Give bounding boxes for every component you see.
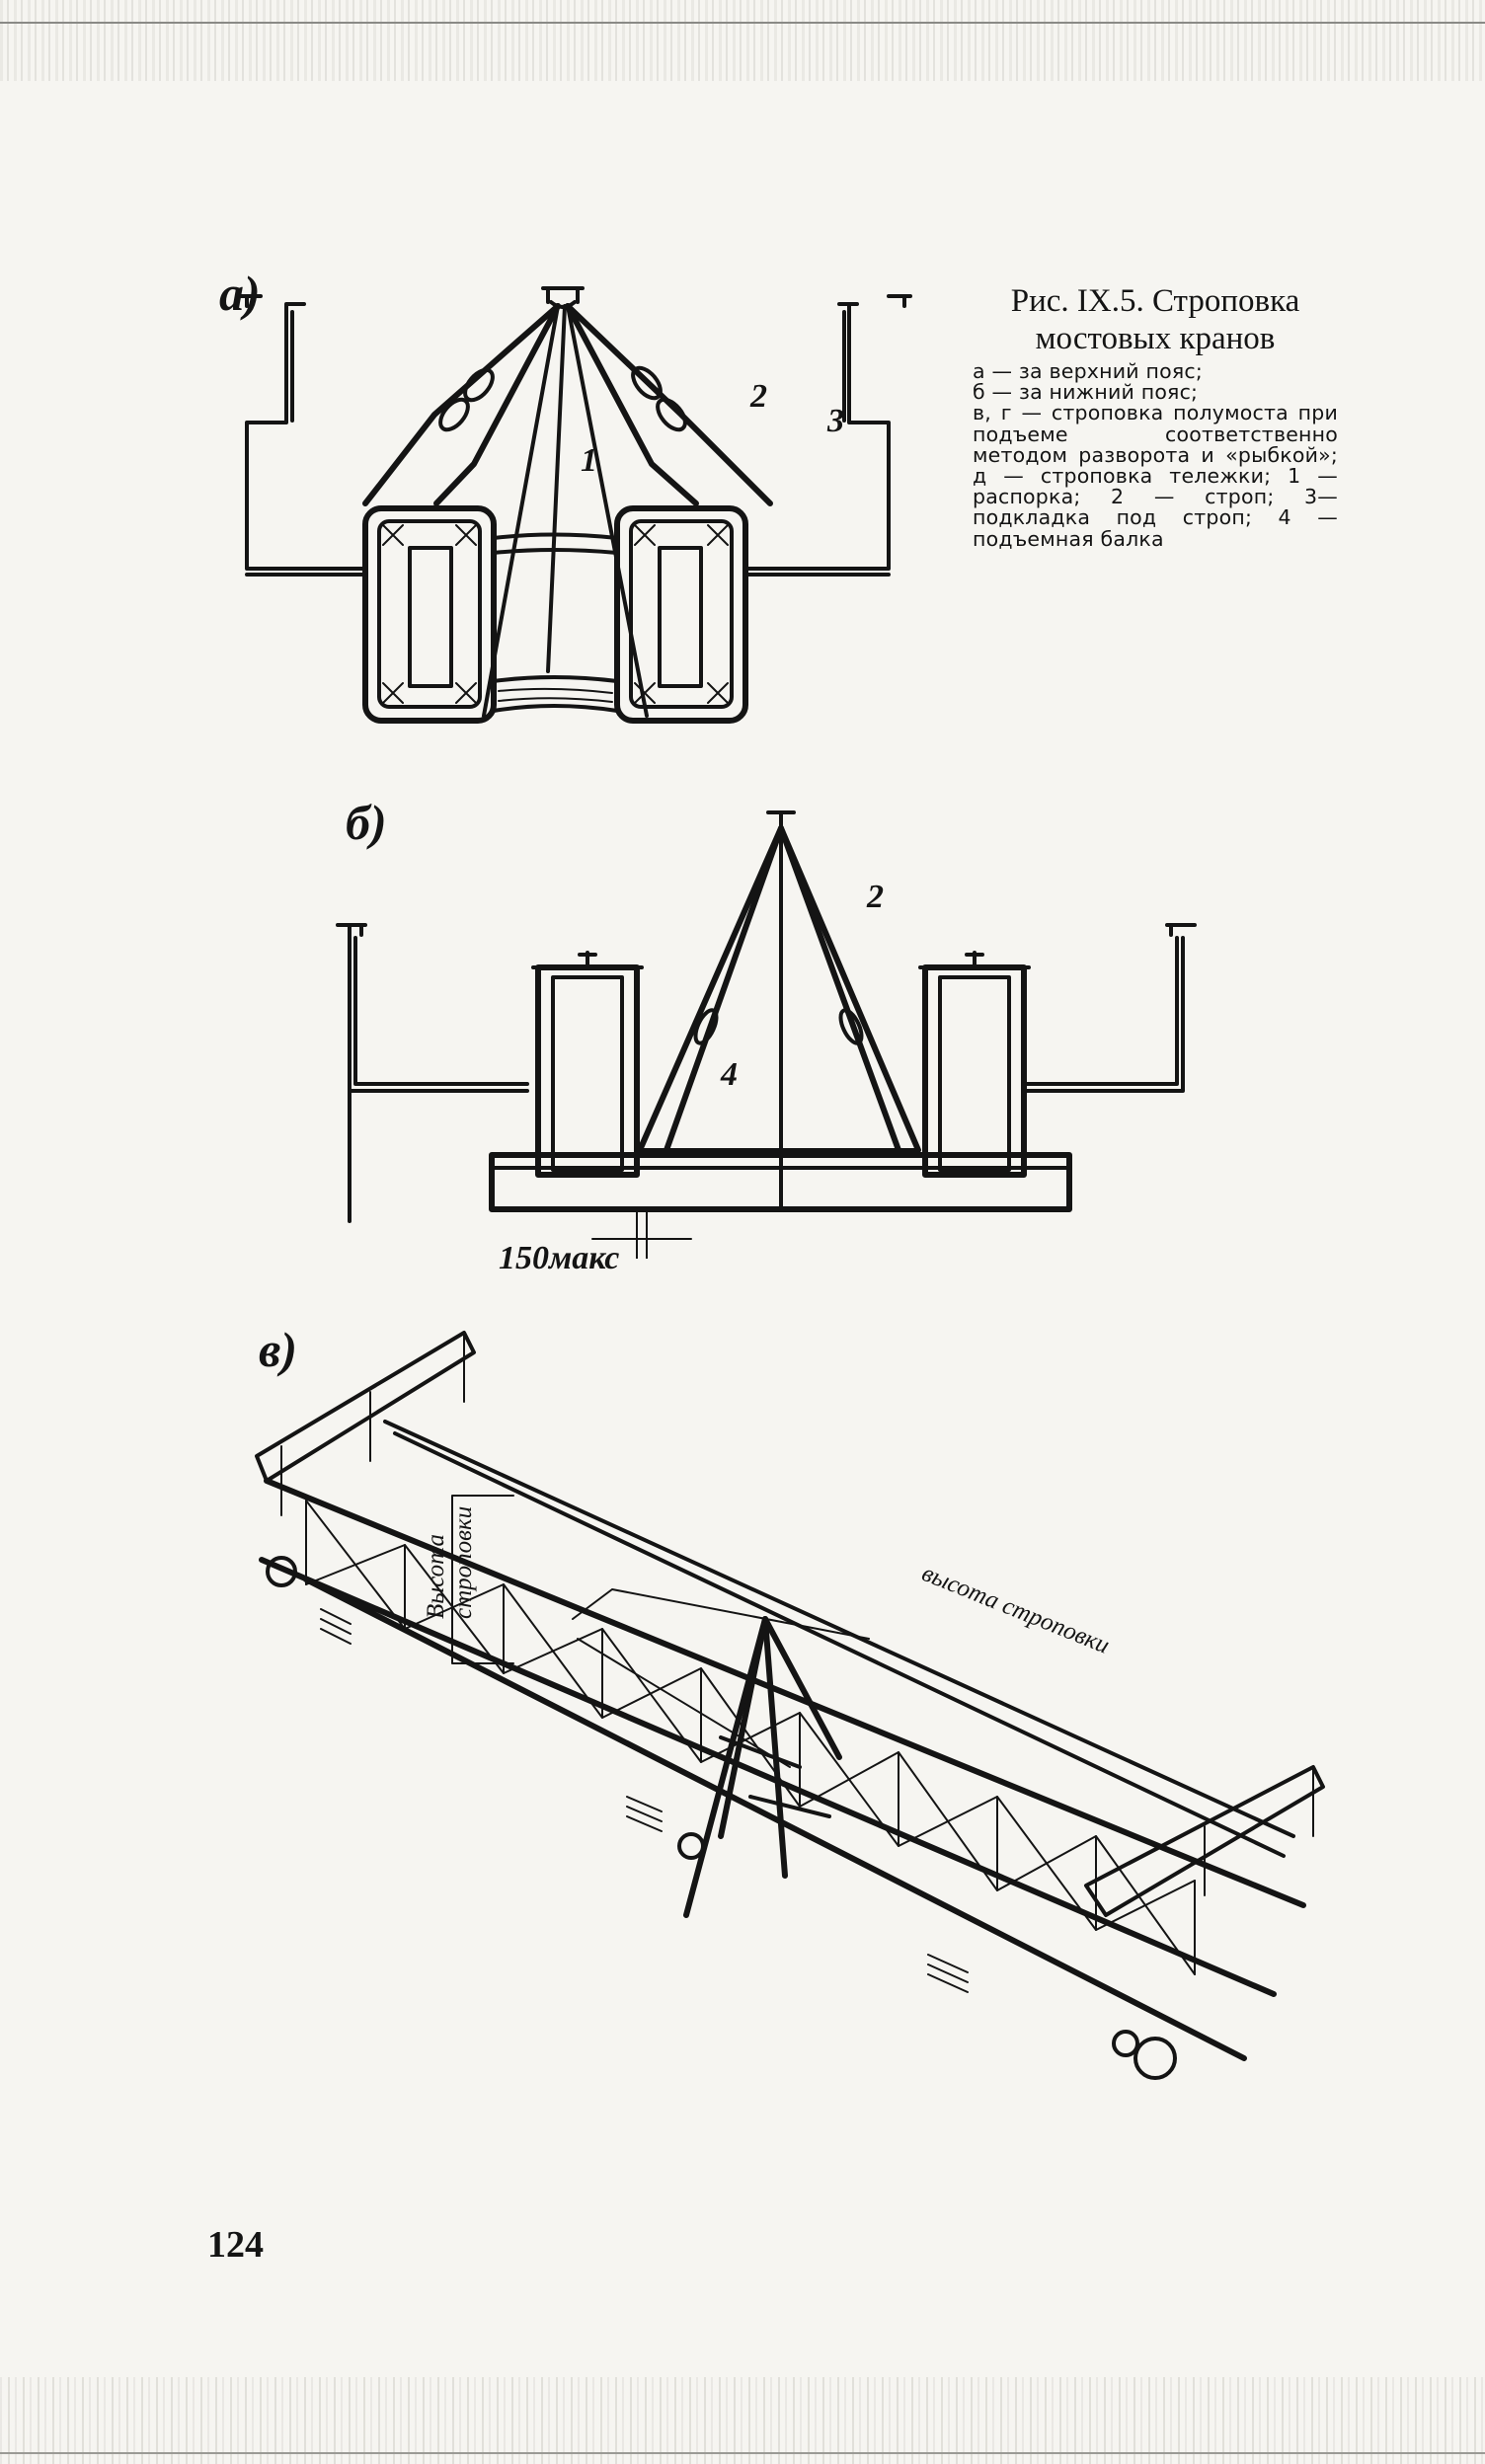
panel-b-drawing (326, 805, 1234, 1259)
legend-line-a: а — за верхний пояс; (973, 359, 1203, 383)
panel-v-dim-vertical-2: строповки (450, 1505, 477, 1619)
panel-a-label-3: 3 (827, 403, 844, 439)
panel-b-dimension: 150макс (499, 1240, 620, 1276)
scan-edge-top (0, 22, 1485, 24)
legend-line-rest: в, г — строповка полумоста при подъеме с… (973, 401, 1338, 551)
page-number: 124 (207, 2224, 264, 2266)
panel-b-label-2: 2 (867, 879, 884, 915)
figure-title: Рис. IX.5. Строповка мостовых кранов (1010, 283, 1300, 356)
scan-edge-bottom (0, 2452, 1485, 2454)
panel-a-label-1: 1 (581, 442, 597, 479)
scan-noise-bottom (0, 2377, 1485, 2464)
panel-a-drawing (207, 267, 938, 740)
panel-v-letter: в) (259, 1322, 297, 1377)
panel-b-label-4: 4 (721, 1056, 738, 1093)
panel-a-label-2: 2 (750, 378, 767, 415)
legend-line-b: б — за нижний пояс; (973, 380, 1199, 405)
scan-noise-top (0, 0, 1485, 81)
panel-b-letter: б) (346, 795, 387, 850)
panel-a-letter: а) (219, 266, 261, 321)
panel-v-dim-vertical-1: Высота (423, 1533, 449, 1619)
panel-v-drawing (237, 1323, 1363, 2113)
figure-caption: Рис. IX.5. Строповка мостовых кранов а —… (973, 282, 1338, 550)
